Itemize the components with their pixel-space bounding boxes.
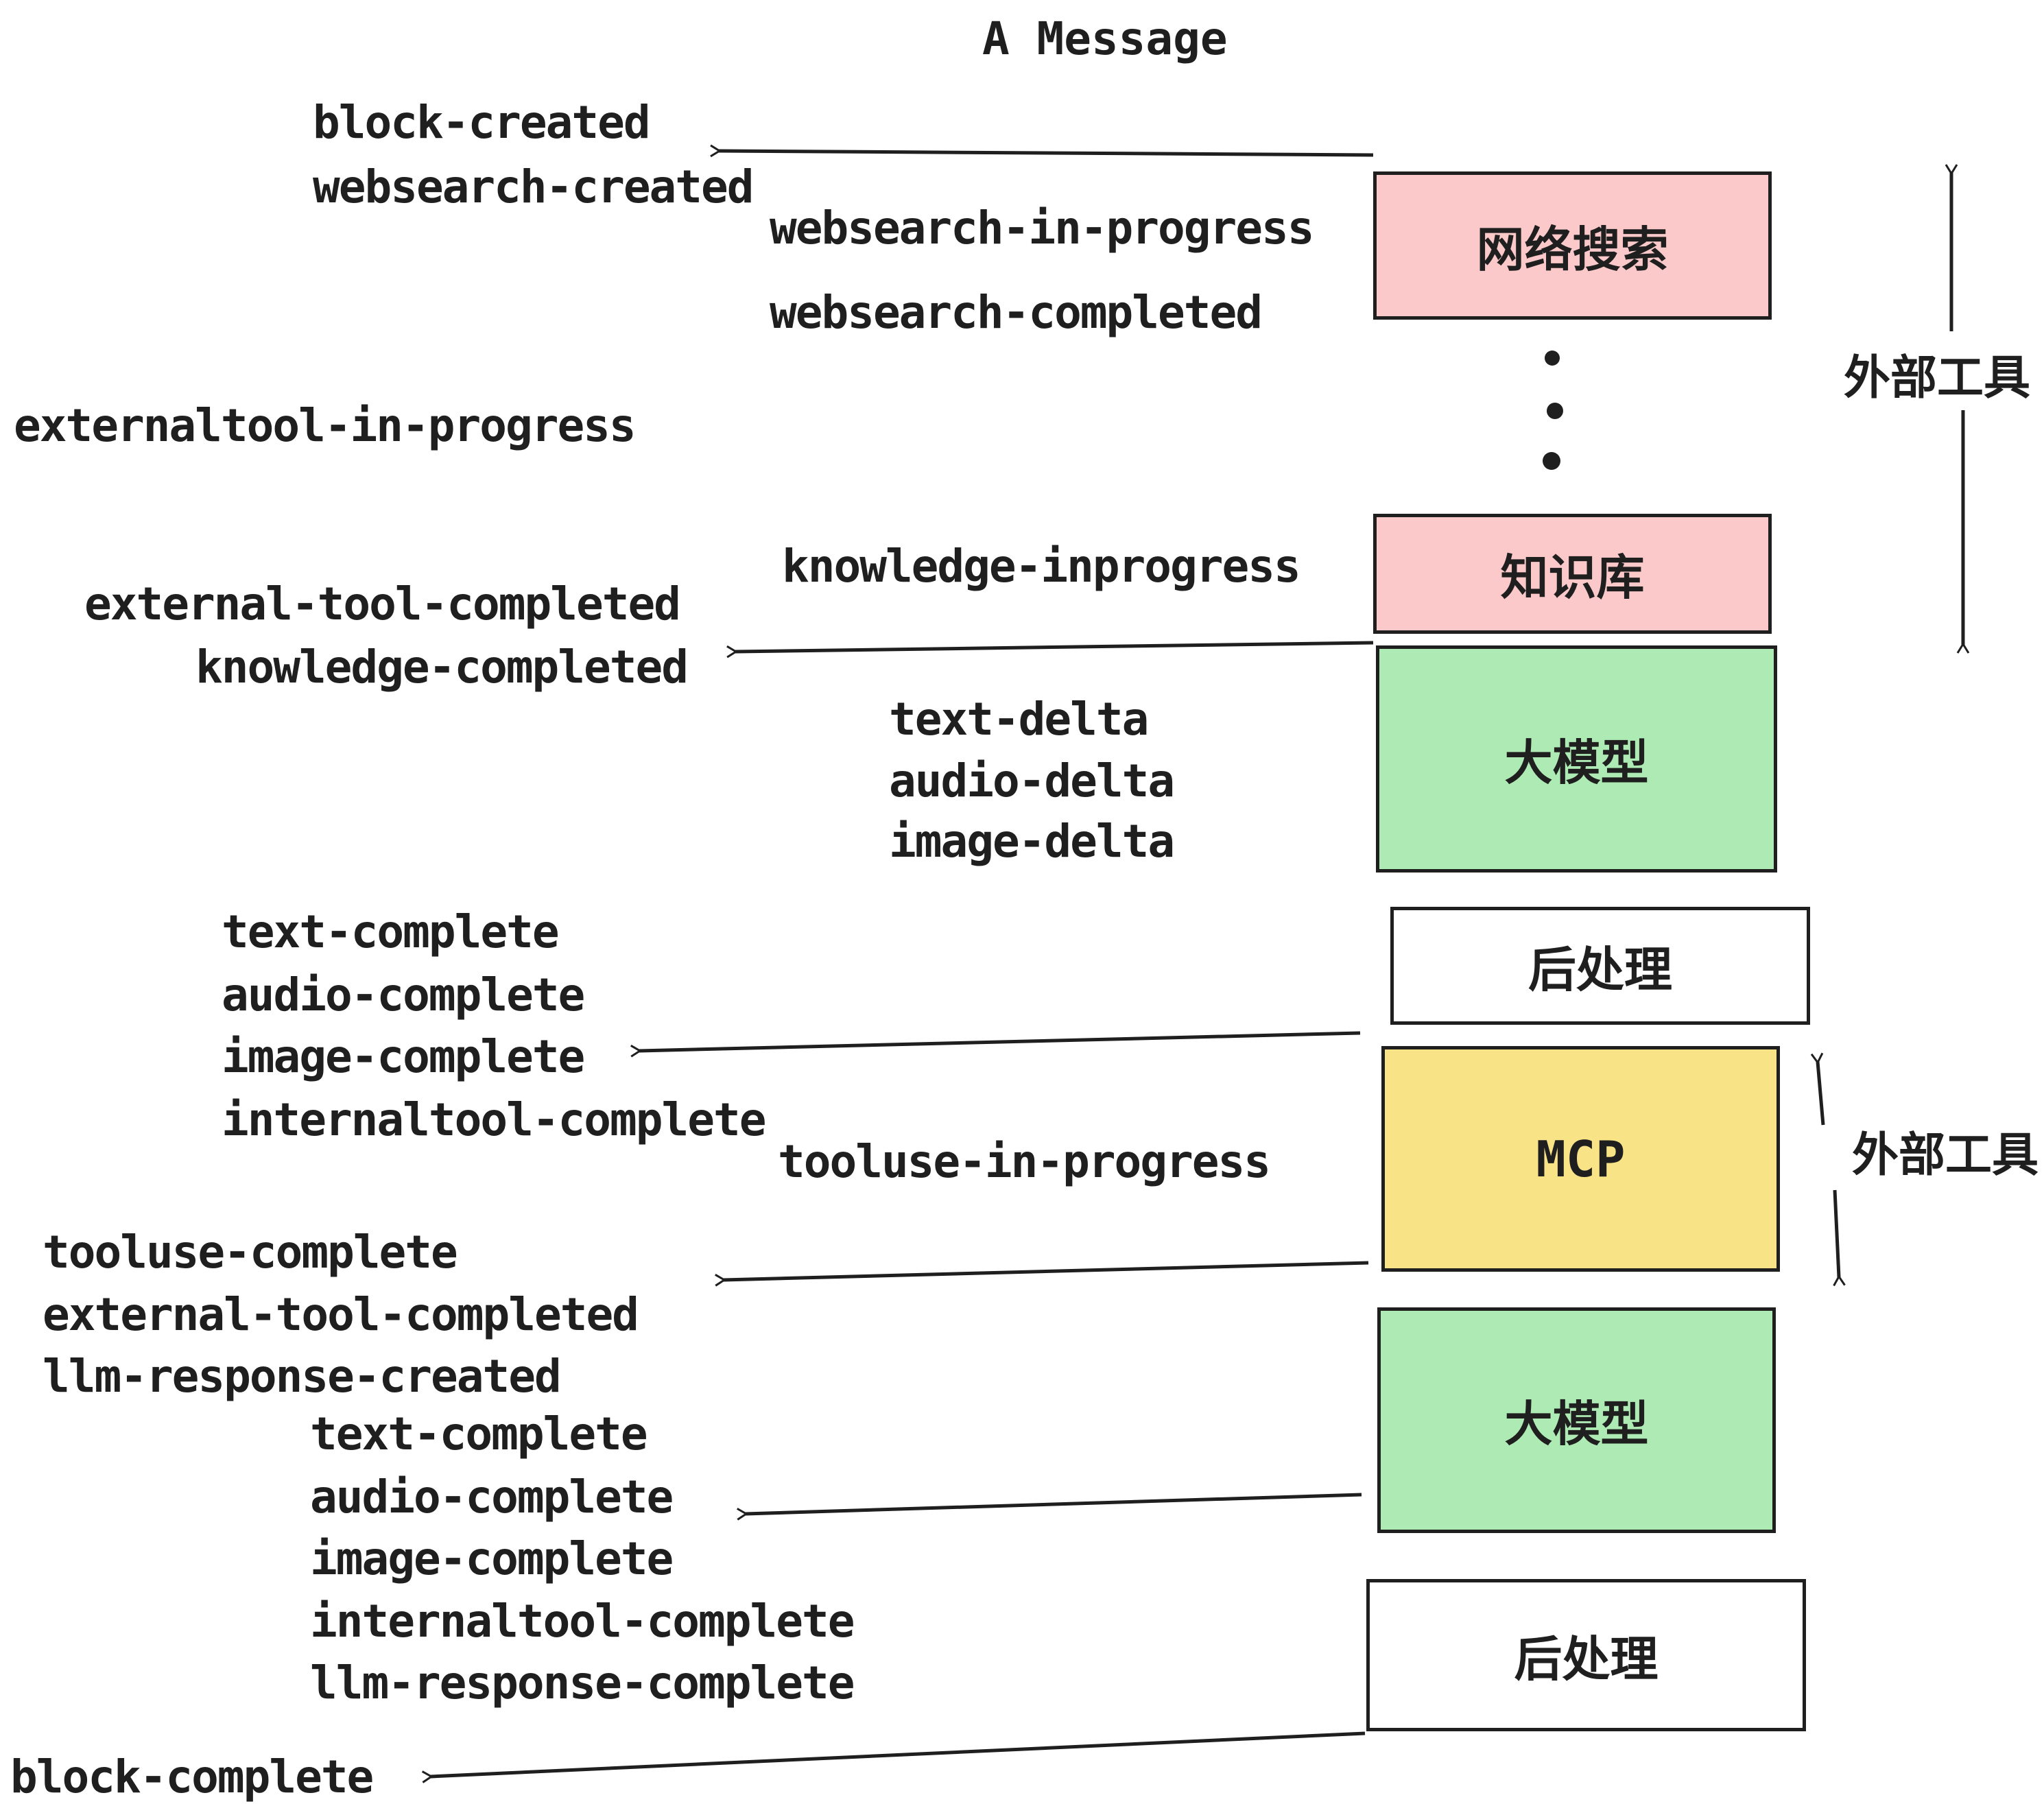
event-label-text-delta: text-delta <box>889 693 1149 746</box>
event-label-audio-complete-2: audio-complete <box>310 1471 674 1523</box>
arrow-to-block-created <box>710 144 1374 158</box>
box-llm-2: 大模型 <box>1377 1307 1776 1533</box>
box-postprocess-2: 后处理 <box>1366 1579 1806 1731</box>
event-label-block-created: block-created <box>313 96 651 149</box>
box-llm-1: 大模型 <box>1376 645 1777 873</box>
vertical-ellipsis-icon <box>1543 351 1563 470</box>
side-label-external-tools-2: 外部工具 <box>1852 1128 2039 1183</box>
box-websearch: 网络搜索 <box>1373 171 1772 320</box>
box-postprocess-1: 后处理 <box>1390 907 1810 1025</box>
event-label-websearch-in-progress: websearch-in-progress <box>770 202 1314 254</box>
arrow-to-image-complete <box>630 1031 1361 1058</box>
arrow-to-audio-complete <box>737 1493 1362 1521</box>
box-postprocess-2-label: 后处理 <box>1514 1630 1659 1687</box>
event-label-internaltool-complete: internaltool-complete <box>222 1093 766 1146</box>
arrow-external-tools-2-down <box>1833 1189 1846 1287</box>
box-llm-1-label: 大模型 <box>1504 735 1649 791</box>
event-label-knowledge-completed: knowledge-completed <box>195 641 689 693</box>
event-label-websearch-completed: websearch-completed <box>770 286 1263 339</box>
box-websearch-label: 网络搜索 <box>1476 221 1669 278</box>
event-label-external-tool-completed: external-tool-completed <box>84 578 681 630</box>
event-label-externaltool-in-progress: externaltool-in-progress <box>14 399 637 452</box>
box-knowledge: 知识库 <box>1373 514 1772 634</box>
box-postprocess-1-label: 后处理 <box>1528 941 1672 998</box>
arrow-external-tools-2-up <box>1810 1052 1825 1126</box>
event-label-audio-complete: audio-complete <box>222 969 585 1021</box>
arrow-to-tooluse-complete <box>715 1261 1369 1287</box>
event-label-image-delta: image-delta <box>889 815 1175 868</box>
box-knowledge-label: 知识库 <box>1500 549 1645 606</box>
event-label-tooluse-complete: tooluse-complete <box>43 1226 458 1279</box>
box-mcp: MCP <box>1381 1046 1780 1272</box>
arrow-to-knowledge-completed <box>726 641 1374 658</box>
event-label-websearch-created: websearch-created <box>313 161 754 213</box>
event-label-llm-response-complete: llm-response-complete <box>310 1657 855 1709</box>
side-label-external-tools-1: 外部工具 <box>1844 351 2031 405</box>
event-label-llm-response-created: llm-response-created <box>43 1350 562 1403</box>
event-label-knowledge-inprogress: knowledge-inprogress <box>782 540 1301 593</box>
box-llm-2-label: 大模型 <box>1504 1396 1649 1452</box>
box-mcp-label: MCP <box>1536 1130 1626 1188</box>
event-label-tooluse-in-progress: tooluse-in-progress <box>778 1135 1271 1188</box>
event-label-external-tool-completed-2: external-tool-completed <box>43 1288 639 1341</box>
event-label-internaltool-complete-2: internaltool-complete <box>310 1595 855 1648</box>
diagram-title: A Message <box>982 12 1228 65</box>
event-label-image-complete-2: image-complete <box>310 1532 674 1585</box>
arrow-to-block-complete <box>421 1731 1366 1783</box>
event-label-image-complete: image-complete <box>222 1030 585 1083</box>
event-label-text-complete: text-complete <box>222 905 560 958</box>
event-label-text-complete-2: text-complete <box>310 1408 648 1460</box>
event-label-audio-delta: audio-delta <box>889 755 1175 807</box>
event-label-block-complete: block-complete <box>10 1750 374 1803</box>
